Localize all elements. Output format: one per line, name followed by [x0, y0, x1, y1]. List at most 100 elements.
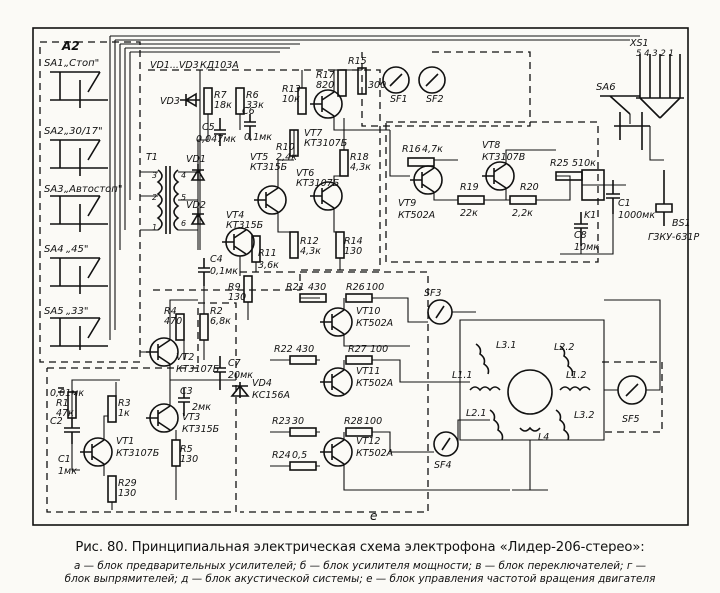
svg-text:SF4: SF4: [434, 460, 452, 471]
svg-text:18к: 18к: [214, 100, 232, 111]
block-sensor-outline: [361, 51, 531, 127]
block-v-outline: [39, 41, 141, 363]
block-sf5-outline: [602, 361, 663, 433]
svg-text:0,1мк: 0,1мк: [244, 132, 272, 143]
svg-text:R1: R1: [56, 398, 69, 409]
transistor-vt4: [222, 227, 255, 257]
capacitor-c1-1000: [606, 180, 620, 214]
diode-group-label: VD1...VD3: [150, 60, 199, 71]
capacitor-c8: [574, 212, 588, 246]
svg-text:5: 5: [181, 193, 186, 202]
block-e-outline: [240, 271, 429, 513]
svg-text:0,01мк: 0,01мк: [50, 388, 84, 399]
svg-text:4,7к: 4,7к: [422, 144, 443, 155]
switch-sa5: [50, 317, 108, 350]
svg-text:R27: R27: [348, 344, 367, 355]
svg-text:VT7: VT7: [304, 128, 322, 139]
connector-xs1: [636, 54, 684, 119]
svg-text:1к: 1к: [118, 408, 130, 419]
svg-text:C2: C2: [50, 416, 63, 427]
schematic-frame: [32, 27, 689, 526]
svg-text:0,1мк: 0,1мк: [210, 266, 238, 277]
svg-text:4,3к: 4,3к: [300, 246, 321, 257]
resistor-r19: [457, 195, 485, 205]
svg-text:R18: R18: [350, 152, 369, 163]
svg-text:КТ502А: КТ502А: [356, 318, 393, 329]
vd3-label: VD3: [160, 96, 180, 107]
figure-caption-legend: а — блок предварительных усилителей; б —…: [10, 560, 710, 586]
block-a-outline: [46, 302, 237, 513]
resistor-r7: [203, 87, 213, 115]
transistor-vt10: [320, 307, 353, 337]
sa5-ref: SA5: [44, 306, 64, 317]
svg-text:0,047мк: 0,047мк: [196, 134, 236, 145]
relay-k1: [581, 169, 605, 201]
sa3-ref: SA3: [44, 184, 64, 195]
svg-text:430: 430: [296, 344, 314, 355]
svg-text:5 4 3 2 1: 5 4 3 2 1: [636, 49, 674, 59]
switch-sa3: [50, 195, 108, 232]
capacitor-c2: [58, 387, 64, 393]
svg-text:0,5: 0,5: [292, 450, 307, 461]
transistor-vt11: [320, 367, 353, 397]
svg-text:VT6: VT6: [296, 168, 314, 179]
svg-text:K1: K1: [584, 210, 596, 221]
svg-text:430: 430: [308, 282, 326, 293]
svg-text:VT1: VT1: [116, 436, 134, 447]
svg-text:C5: C5: [202, 122, 215, 133]
transistor-vt3: [146, 403, 179, 433]
svg-text:VT12: VT12: [356, 436, 380, 447]
coil-l2-1: [489, 409, 504, 441]
resistor-r26: [345, 293, 373, 303]
svg-text:КТ3107Б: КТ3107Б: [296, 178, 340, 189]
svg-text:VT2: VT2: [176, 352, 194, 363]
resistor-r22: [289, 355, 317, 365]
resistor-r24: [289, 461, 317, 471]
svg-text:R5: R5: [180, 444, 193, 455]
coil-l3-2: [555, 409, 570, 441]
svg-text:1000мк: 1000мк: [618, 210, 655, 221]
coil-l3-1: [475, 343, 490, 375]
svg-text:R24: R24: [272, 450, 291, 461]
vd2-label: VD2: [186, 200, 206, 211]
svg-text:R23: R23: [272, 416, 291, 427]
coil-l2-2: [559, 345, 574, 377]
svg-text:R17: R17: [316, 70, 335, 81]
svg-text:VT9: VT9: [398, 198, 416, 209]
svg-text:3,6к: 3,6к: [258, 260, 279, 271]
diode-vd4: [230, 382, 250, 398]
svg-text:130: 130: [344, 246, 362, 257]
diode-vd3: [180, 92, 200, 108]
labels: А2 е SA1 „Стоп" SA2 „30/17" SA3 „Автосто…: [44, 38, 699, 523]
svg-text:R10: R10: [276, 142, 295, 153]
svg-text:C8: C8: [574, 230, 587, 241]
svg-text:6,8к: 6,8к: [210, 316, 231, 327]
sensor-sf1: [382, 66, 410, 94]
svg-text:20мк: 20мк: [228, 370, 253, 381]
capacitor-c1: [64, 418, 80, 444]
sa4-name: „45": [66, 244, 89, 255]
resistor-r20: [509, 195, 537, 205]
svg-text:47к: 47к: [56, 408, 74, 419]
svg-text:2мк: 2мк: [192, 402, 211, 413]
sa1-name: „Стоп": [64, 58, 99, 69]
motor-windings: [459, 319, 605, 491]
svg-text:SF3: SF3: [424, 288, 442, 299]
top-bus: [110, 35, 640, 53]
svg-text:C3: C3: [180, 386, 193, 397]
svg-text:L3.2: L3.2: [574, 410, 594, 421]
svg-text:VT4: VT4: [226, 210, 244, 221]
resistor-r18: [339, 149, 349, 177]
capacitor-c3: [178, 388, 190, 416]
svg-text:R28: R28: [344, 416, 363, 427]
resistor-r23: [289, 427, 317, 437]
capacitor-c7: [214, 356, 226, 390]
svg-text:C4: C4: [210, 254, 223, 265]
motor-rotor: [507, 369, 553, 415]
svg-text:1мк: 1мк: [58, 466, 77, 477]
svg-text:SF1: SF1: [390, 94, 408, 105]
legend-line-1: а — блок предварительных усилителей; б —…: [74, 560, 646, 572]
svg-text:КТ3107Б: КТ3107Б: [304, 138, 348, 149]
vd4-type: КС156А: [252, 390, 290, 401]
switch-sa2: [50, 139, 108, 176]
